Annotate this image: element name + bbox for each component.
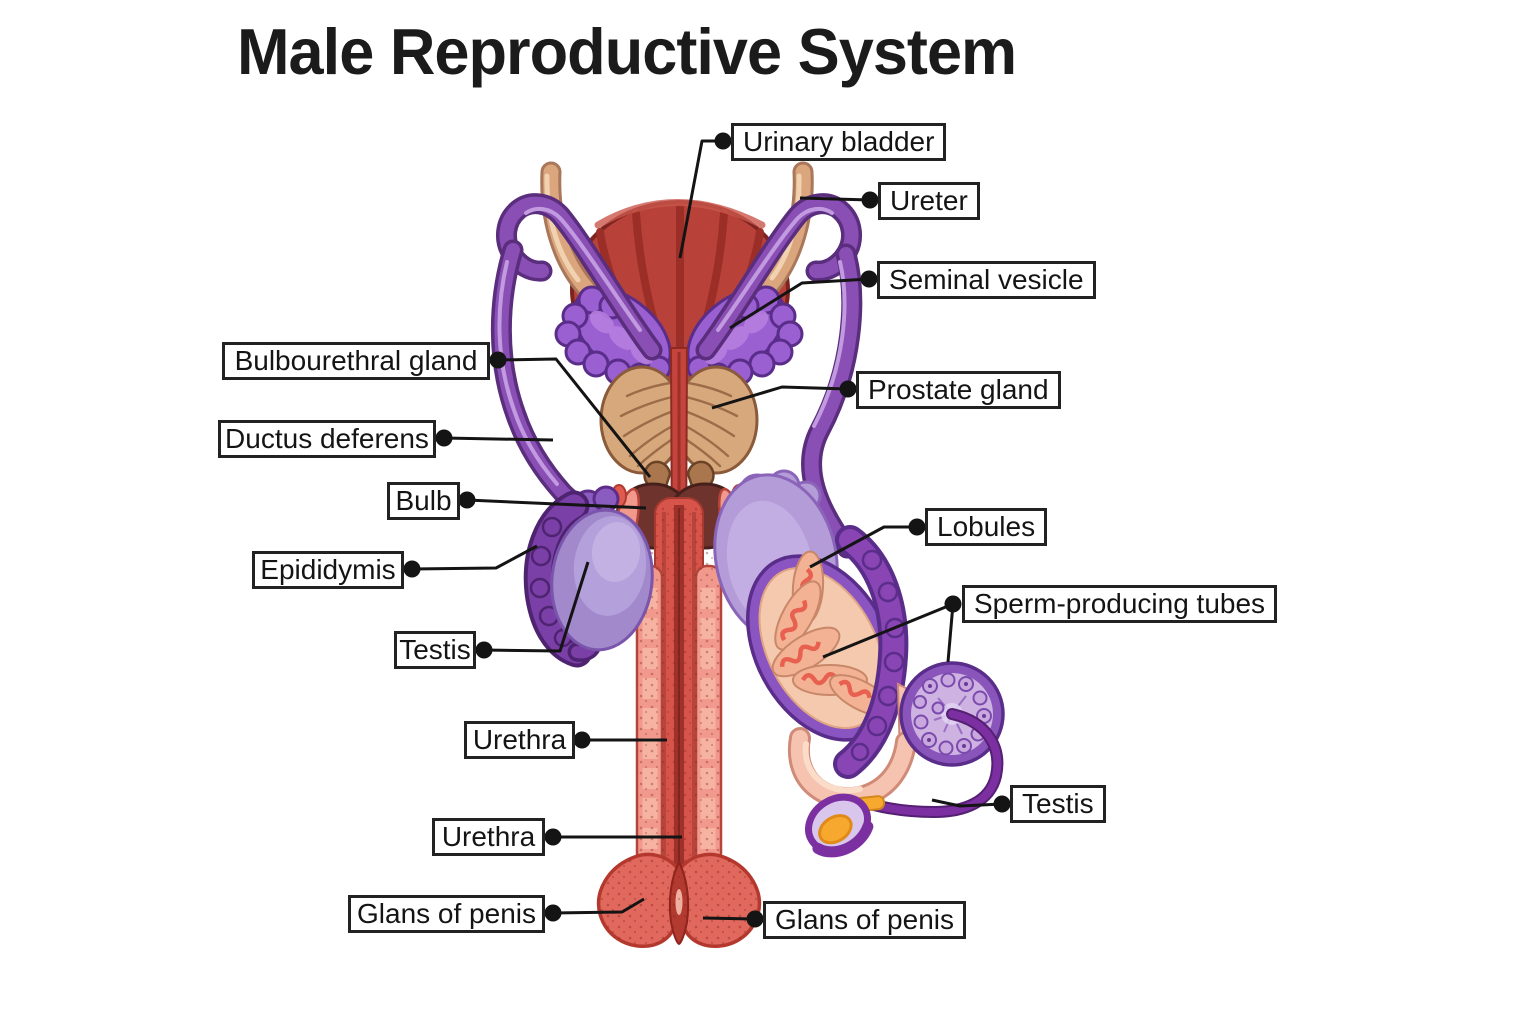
leader-dots xyxy=(403,132,1011,928)
label-urethra-lower: Urethra xyxy=(432,818,545,856)
duct-tail-shape xyxy=(855,708,1004,819)
label-urinary-bladder: Urinary bladder xyxy=(731,123,947,161)
label-ureter: Ureter xyxy=(878,182,980,220)
label-lobules: Lobules xyxy=(925,508,1048,546)
label-epididymis: Epididymis xyxy=(252,551,404,589)
ductus-deferens-right xyxy=(695,193,863,559)
label-prostate-gland: Prostate gland xyxy=(856,371,1061,409)
prostate-gland-shape xyxy=(599,365,759,475)
page-title: Male Reproductive System xyxy=(237,15,1017,88)
leader-lines xyxy=(411,139,1003,921)
label-testis-left: Testis xyxy=(394,631,476,669)
sperm-head-shape xyxy=(805,793,874,858)
label-urethra-upper: Urethra xyxy=(464,721,575,759)
label-seminal-vesicle: Seminal vesicle xyxy=(877,261,1096,299)
label-testis-right: Testis xyxy=(1010,785,1106,823)
label-glans-of-penis-right: Glans of penis xyxy=(763,901,966,939)
label-glans-of-penis-left: Glans of penis xyxy=(348,895,545,933)
label-ductus-deferens: Ductus deferens xyxy=(218,420,436,458)
testis-right-shape xyxy=(746,525,909,779)
glans-of-penis-shape xyxy=(596,852,762,948)
testis-left-shape xyxy=(523,485,654,668)
label-bulb: Bulb xyxy=(387,482,460,520)
label-sperm-producing-tubes: Sperm-producing tubes xyxy=(962,585,1278,623)
label-bulbourethral-gland: Bulbourethral gland xyxy=(222,342,490,380)
